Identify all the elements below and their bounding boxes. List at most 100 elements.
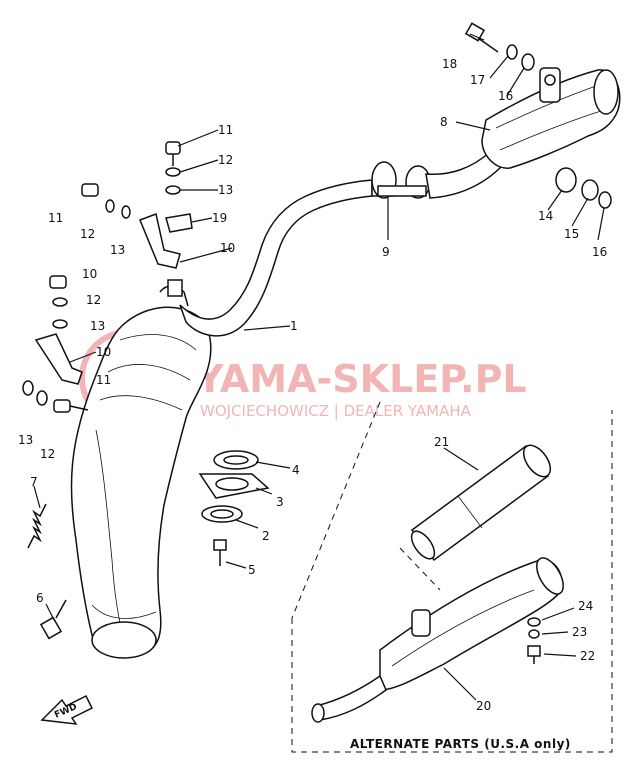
bolt-18-shank [477, 37, 499, 53]
callout-4: 4 [292, 463, 300, 477]
pipe-bracket-mount [167, 279, 183, 297]
callout-10-lower: 10 [96, 345, 111, 359]
leader-11 [177, 129, 219, 147]
muffler-20-end [536, 557, 564, 595]
leader-22 [543, 653, 577, 657]
callout-1: 1 [290, 319, 298, 333]
washer-24 [527, 617, 541, 627]
chamber-contour-2 [107, 364, 191, 381]
leader-16b [597, 207, 605, 241]
watermark-subtitle: WOJCIECHOWICZ | DEALER YAMAHA [200, 402, 472, 420]
callout-13-top: 13 [218, 183, 233, 197]
callout-7: 7 [30, 475, 38, 489]
gasket-4-inner [223, 455, 249, 465]
part-21-silencer [410, 444, 552, 562]
washer-12-left [52, 297, 68, 307]
chamber-contour-4 [95, 429, 123, 633]
leader-10b [69, 351, 97, 363]
bolt-11-left-head [49, 275, 67, 289]
hardware [22, 22, 612, 664]
leader-24 [541, 607, 575, 621]
muffler-contour-1 [495, 85, 597, 129]
expansion-chamber-body [70, 306, 212, 657]
chamber-contour-3 [99, 395, 183, 411]
callout-19: 19 [212, 211, 227, 225]
leader-7 [33, 485, 41, 509]
watermark: YAMA-SKLEP.PL WOJCIECHOWICZ | DEALER YAM… [79, 329, 527, 427]
bolt-22-head [527, 645, 541, 657]
collar-15 [581, 179, 599, 201]
chamber-contour-5 [91, 604, 157, 619]
grommet-14 [555, 167, 577, 193]
leader-18 [469, 33, 485, 41]
callout-2: 2 [262, 529, 270, 543]
bracket-10-lower [34, 333, 83, 385]
leader-19 [191, 217, 213, 223]
washer-16-lower [598, 191, 612, 209]
alternate-parts-caption: ALTERNATE PARTS (U.S.A only) [350, 737, 571, 751]
callout-23: 23 [572, 625, 587, 639]
callout-20: 20 [476, 699, 491, 713]
leader-15 [571, 197, 589, 227]
bolt-11-low-head [53, 399, 71, 413]
fwd-arrow-shape [40, 694, 94, 725]
bolt-11-low-shank [69, 405, 89, 411]
gasket-2-inner [210, 509, 234, 519]
callout-12-left: 12 [86, 293, 101, 307]
washer-13-mid [121, 205, 131, 219]
leader-8 [455, 121, 491, 131]
bolt-11-mid-head [81, 183, 99, 197]
leader-21 [443, 447, 479, 471]
callout-11-low: 11 [96, 373, 111, 387]
muffler-contour-2 [499, 109, 605, 151]
callout-13-low: 13 [18, 433, 33, 447]
grommet-16-top [521, 53, 535, 71]
silencer-21-end [522, 444, 552, 478]
washer-12-top [165, 167, 181, 177]
callout-18: 18 [442, 57, 457, 71]
muffler-body [481, 69, 621, 169]
bracket-19 [165, 213, 193, 233]
callout-11-top: 11 [218, 123, 233, 137]
callout-13-mid: 13 [110, 243, 125, 257]
callout-14: 14 [538, 209, 553, 223]
leader-3 [255, 487, 273, 495]
alternate-parts-box [291, 410, 613, 753]
bolt-5-head [213, 539, 227, 551]
clamp [371, 161, 431, 199]
washer-23 [528, 629, 540, 639]
callout-12-mid: 12 [80, 227, 95, 241]
callout-21: 21 [434, 435, 449, 449]
washer-12-low [36, 390, 48, 406]
bolt-11-top-head [165, 141, 181, 155]
washer-13-low [22, 380, 34, 396]
silencer-21-inlet [410, 530, 436, 560]
bolt-18-head [464, 22, 486, 42]
muffler-20-contour [391, 589, 535, 667]
clamp-bolt [377, 185, 427, 197]
muffler [425, 67, 621, 199]
callout-12-low: 12 [40, 447, 55, 461]
callout-16-lower: 16 [592, 245, 607, 259]
flange-3-hole [215, 477, 249, 491]
leader-6 [45, 603, 55, 621]
leader-23 [541, 631, 569, 635]
washer-17 [506, 44, 518, 60]
leader-14 [547, 189, 563, 211]
watermark-title: YAMA-SKLEP.PL [195, 357, 527, 401]
washer-12-mid [105, 199, 115, 213]
part-20-muffler [311, 557, 564, 723]
callout-labels: 1 2 3 4 5 6 7 8 9 10 10 11 12 13 19 11 1… [18, 57, 607, 713]
callout-5: 5 [248, 563, 256, 577]
leader-1 [243, 325, 291, 331]
muffler-end [593, 69, 619, 115]
muffler-mount-hole [544, 74, 556, 86]
bracket-10-upper [139, 212, 181, 269]
callout-11-left: 10 [82, 267, 97, 281]
upper-pipe-tube [179, 179, 373, 337]
leader-17 [489, 55, 509, 79]
leader-5 [225, 561, 247, 569]
muffler-20-pipe [315, 674, 387, 721]
